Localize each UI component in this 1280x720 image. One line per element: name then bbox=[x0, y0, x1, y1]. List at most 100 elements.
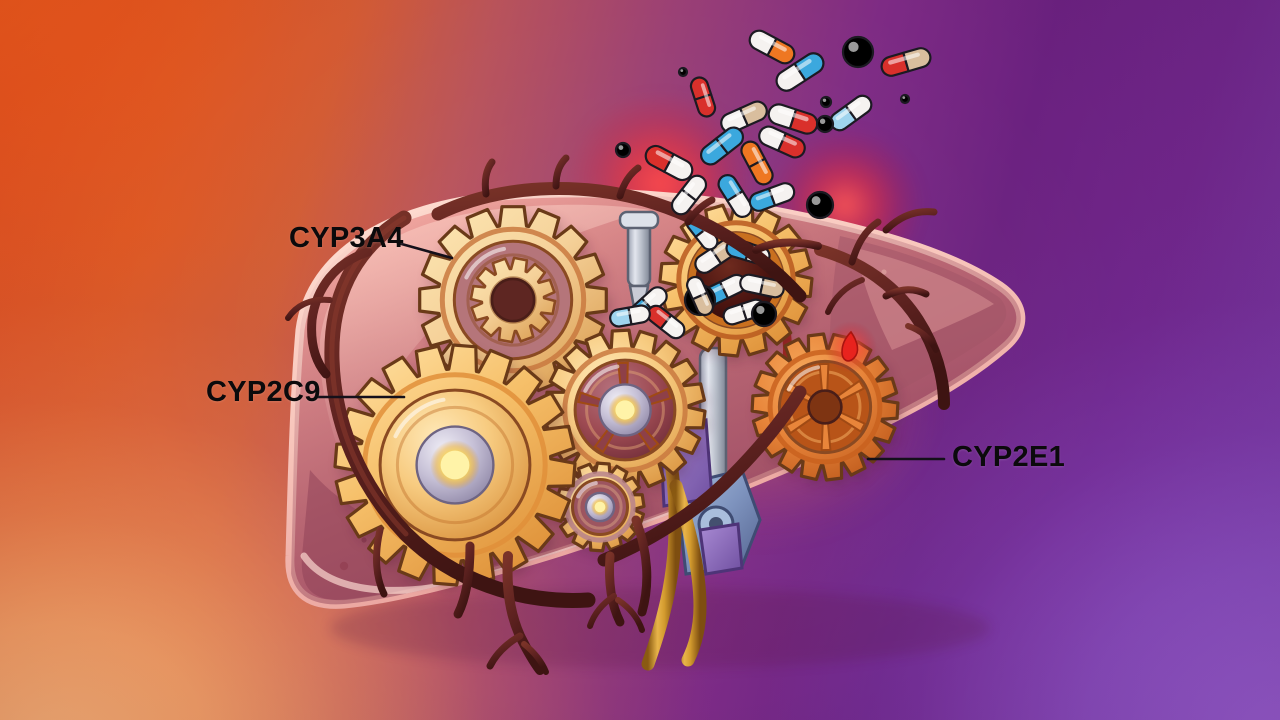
callout-label-cyp3a4: CYP3A4 bbox=[289, 222, 404, 254]
capsule-highlight bbox=[696, 282, 709, 306]
pill-capsule-22 bbox=[646, 304, 686, 340]
tablet-highlight bbox=[848, 41, 859, 53]
pill-capsule-7 bbox=[829, 94, 873, 132]
vessel-spur-1 bbox=[481, 158, 496, 198]
tablet-highlight bbox=[902, 96, 906, 99]
liver-right-lobe-highlight bbox=[856, 248, 994, 350]
pill-capsule-10 bbox=[740, 140, 774, 186]
center-hub-core bbox=[615, 400, 635, 420]
root-5 bbox=[373, 526, 388, 598]
capsule-highlight bbox=[700, 83, 712, 107]
pill-capsule-0 bbox=[748, 29, 796, 65]
cyp2e1-specular bbox=[786, 365, 820, 392]
pill-capsule-23 bbox=[609, 304, 651, 328]
tablet-highlight bbox=[618, 145, 624, 150]
cyp2e1-red-droplet bbox=[841, 330, 859, 362]
cyp2c9-groove bbox=[395, 405, 515, 525]
capsule-highlight bbox=[656, 309, 679, 328]
capsule-highlight bbox=[616, 309, 641, 317]
capsule-highlight bbox=[751, 147, 768, 174]
vessel-spur-4 bbox=[684, 196, 716, 226]
vessel-spur-3 bbox=[616, 164, 642, 200]
tablet-highlight bbox=[680, 69, 684, 72]
callout-label-cyp2e1: CYP2E1 bbox=[952, 441, 1066, 473]
pill-capsule-9 bbox=[700, 126, 744, 166]
tablet-highlight bbox=[811, 196, 821, 205]
small-lower-hub-core bbox=[594, 501, 606, 513]
vessel-right-b1 bbox=[848, 218, 882, 266]
small-lower-groove bbox=[577, 484, 623, 530]
pill-tablet-16 bbox=[819, 95, 833, 109]
purple-panel-lower bbox=[698, 522, 744, 576]
pill-capsule-14 bbox=[670, 174, 708, 216]
root-3c bbox=[615, 597, 645, 633]
cyp3a4-groove bbox=[466, 253, 560, 347]
capsule-half-a bbox=[758, 125, 787, 152]
pill-tablet-17 bbox=[677, 66, 689, 78]
pill-tablet-b6 bbox=[750, 300, 778, 328]
liver-vasculature bbox=[285, 154, 950, 675]
cyp2e1-spoke-4 bbox=[818, 362, 830, 394]
root-2b bbox=[486, 632, 524, 670]
tablet-body bbox=[805, 190, 835, 220]
vessel-upper-right-vine bbox=[882, 208, 938, 234]
callout-label-cyp2c9: CYP2C9 bbox=[206, 376, 321, 408]
cyp2c9-specular bbox=[393, 397, 446, 439]
capsule-half-b bbox=[680, 174, 708, 202]
pill-capsule-8 bbox=[644, 144, 694, 182]
capsule-highlight bbox=[759, 34, 787, 52]
cyp2e1-hub bbox=[807, 389, 843, 425]
root-3b bbox=[587, 593, 617, 629]
root-1 bbox=[453, 541, 475, 619]
tablet-body bbox=[614, 141, 632, 159]
vessel-right-b2 bbox=[882, 286, 930, 300]
vessel-top-arc bbox=[431, 182, 807, 303]
capsule-highlight bbox=[729, 303, 755, 315]
capsule-half-b bbox=[691, 291, 714, 317]
root-2c bbox=[521, 641, 549, 675]
pill-capsule-3 bbox=[880, 47, 932, 77]
capsule-half-b bbox=[747, 157, 774, 186]
tablet-highlight bbox=[822, 98, 827, 103]
tablet-body bbox=[750, 300, 778, 328]
pill-tablet-2 bbox=[841, 35, 875, 69]
vessel-tendril-left-b bbox=[285, 296, 333, 321]
liver-gloss-highlight bbox=[319, 204, 650, 470]
capsule-highlight bbox=[888, 52, 920, 65]
vessel-right-b3 bbox=[905, 323, 939, 353]
pill-capsule-4 bbox=[689, 76, 717, 118]
capsule-half-b bbox=[715, 126, 744, 155]
capsule-highlight bbox=[727, 106, 756, 122]
tablet-highlight bbox=[756, 305, 765, 315]
pill-tablet-15 bbox=[815, 114, 835, 134]
capsule-highlight bbox=[706, 133, 732, 154]
capsule-half-b bbox=[693, 93, 717, 118]
capsule-half-b bbox=[659, 314, 686, 340]
capsule-highlight bbox=[655, 150, 685, 168]
vessel-right-b5 bbox=[752, 238, 822, 254]
cyp2e1-spoke-1 bbox=[820, 420, 832, 452]
tablet-body bbox=[899, 93, 911, 105]
pill-burst bbox=[609, 29, 932, 340]
capsule-highlight bbox=[700, 244, 726, 263]
pill-tablet-19 bbox=[614, 141, 632, 159]
gear-center bbox=[543, 328, 709, 496]
pill-capsule-11 bbox=[758, 125, 806, 159]
vessel-tendril-left bbox=[307, 247, 373, 379]
tablet-highlight bbox=[819, 118, 826, 124]
capsule-highlight bbox=[777, 108, 809, 122]
callout-leader-lines bbox=[316, 241, 946, 461]
gear-small-lower bbox=[554, 461, 648, 557]
capsule-half-a bbox=[670, 188, 698, 216]
cyp3a4-specular bbox=[464, 246, 506, 280]
capsule-highlight bbox=[728, 180, 747, 207]
center-specular bbox=[583, 364, 620, 393]
cyp2c9-hub-core bbox=[440, 450, 470, 480]
tablet-body bbox=[819, 95, 833, 109]
capsule-highlight bbox=[768, 130, 797, 146]
vessel-spur-2 bbox=[552, 154, 570, 190]
capsule-half-b bbox=[739, 100, 768, 127]
capsule-half-b bbox=[767, 182, 796, 207]
